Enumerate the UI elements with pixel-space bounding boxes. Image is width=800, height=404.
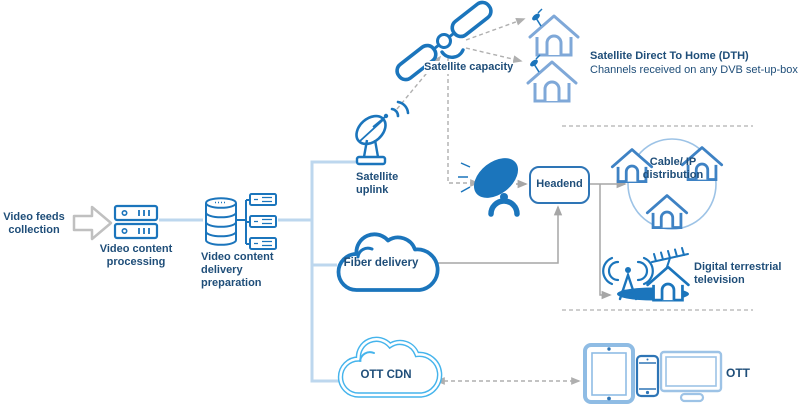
- satellite-uplink-label: Satellite uplink: [356, 171, 399, 196]
- dth-house-1: [528, 8, 580, 57]
- dth-title: Satellite Direct To Home (DTH): [590, 50, 749, 62]
- broadcast-tower-icon: [602, 256, 654, 301]
- database-icon: [205, 193, 277, 250]
- monitor-icon: [659, 350, 723, 403]
- satellite-capacity-label: Satellite capacity: [424, 61, 514, 74]
- cloud-fiber-icon: [336, 232, 440, 292]
- phone-icon: [635, 354, 660, 398]
- video-processing-label: Video content processing: [99, 243, 173, 268]
- headend-box: [529, 166, 590, 204]
- house-icon: [645, 194, 689, 229]
- ott-label: OTT: [726, 366, 750, 380]
- fiber-label: Fiber delivery: [343, 257, 419, 269]
- connector-headend-to-terrestrial: [599, 184, 612, 300]
- terrestrial-group: [602, 247, 690, 302]
- connector-satellite-to-dth2: [465, 47, 523, 64]
- cable-ip-group: [610, 138, 724, 230]
- satellite-icon: [395, 0, 493, 82]
- server-icon: [113, 204, 159, 240]
- dth-house-2: [526, 54, 578, 103]
- ott-devices-group: [583, 343, 723, 404]
- ott-cdn-label: OTT CDN: [360, 369, 412, 381]
- satellite-mini-dish-icon: [440, 48, 465, 59]
- receive-dish-icon: [458, 158, 520, 217]
- dtt-label: Digital terrestrial television: [694, 261, 782, 286]
- cloud-ott-icon: [341, 339, 440, 395]
- cable-ip-label: Cable/ IP distribution: [642, 156, 704, 181]
- delivery-prep-label: Video content delivery preparation: [201, 251, 274, 289]
- headend-label: Headend: [536, 178, 583, 190]
- dth-subtitle: Channels received on any DVB set-up-box: [590, 64, 798, 76]
- satellite-mini-dish-icon: [528, 54, 541, 73]
- distribution-circle: [627, 138, 717, 230]
- block-arrow-icon: [72, 205, 113, 241]
- connector-satellite-to-dth1: [465, 17, 526, 41]
- video-feeds-label: Video feeds collection: [3, 211, 65, 236]
- tablet-icon: [583, 343, 635, 404]
- satellite-mini-dish-icon: [530, 8, 543, 27]
- connector-fiber-to-headend: [430, 205, 563, 264]
- connector-light-blue-trunk: [159, 160, 363, 383]
- satellite-uplink-dish-icon: [355, 100, 410, 166]
- antenna-house-icon: [646, 247, 690, 302]
